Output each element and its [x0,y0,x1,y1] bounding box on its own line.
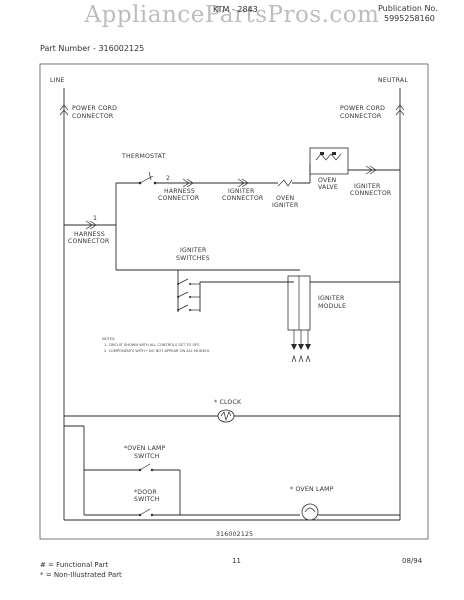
watermark: AppliancePartsPros.com [84,2,380,28]
pin-1-label: 1 [93,215,98,222]
power-cord-connector-left-2: CONNECTOR [72,113,114,120]
igniter-connector-right-1: IGNITER [354,183,381,190]
oven-lamp-switch-1: *OVEN LAMP [124,445,166,452]
part-number: Part Number - 316002125 [40,44,145,53]
oven-valve-box [309,147,349,175]
power-cord-connector-left-1: POWER CORD [72,105,118,112]
oven-valve-coil [315,153,342,161]
oven-igniter-2: IGNITER [272,202,299,209]
power-cord-connector-right-2: CONNECTOR [340,113,382,120]
oven-igniter-1: OVEN [276,195,295,202]
line-label: LINE [50,77,65,84]
spark-electrodes [291,330,311,363]
thermostat-arrow [148,171,152,181]
notes-heading: NOTES: [102,337,116,341]
diagram-frame [39,63,429,540]
harness-connector-left-1: HARNESS [74,231,105,238]
thermostat-switch [139,175,154,184]
model-number: KTM - 2843 [213,5,258,14]
neutral-label: NEUTRAL [378,77,408,84]
thermostat-label: THERMOSTAT [122,153,166,160]
oven-valve-2: VALVE [318,184,338,191]
non-illustrated-part-legend: * = Non-Illustrated Part [40,571,122,579]
footer-date: 08/94 [402,557,423,565]
harness-connector-left-2: CONNECTOR [68,238,110,245]
door-switch-blade [139,508,151,516]
oven-lamp-symbol [301,503,319,521]
pin-2-label: 2 [166,175,171,182]
igniter-connector-right-2: CONNECTOR [350,190,392,197]
page-number: 11 [232,557,241,565]
door-switch-1: *DOOR [134,489,157,496]
oven-lamp-switch-blade [139,463,151,471]
igniter-module-1: IGNITER [318,295,345,302]
igniter-connector-top-2: CONNECTOR [222,195,264,202]
igniter-module-2: MODULE [318,303,347,310]
valve-terminal-1 [320,152,324,155]
note-1: 1. CIRCUIT SHOWN WITH ALL CONTROLS SET T… [104,343,201,347]
publication-number: 5995258160 [384,14,435,23]
publication-label: Publication No. [378,4,438,13]
harness-connector-top-2: CONNECTOR [158,195,200,202]
igniter-connector-top-1: IGNITER [228,188,255,195]
connector-symbol-left [59,104,69,116]
thermostat-contact-1 [138,181,142,185]
igniter-connector-symbol-top [237,178,249,188]
power-cord-connector-right-1: POWER CORD [340,105,386,112]
connector-symbol-right [395,104,405,116]
igniter-switches-1: IGNITER [180,247,207,254]
igniter-switches-2: SWITCHES [176,255,210,262]
harness-connector-symbol-left [85,220,97,230]
diagram-code: 316002125 [216,531,254,538]
note-2: 2. COMPONENTS WITH * DO NOT APPEAR ON AL… [104,349,211,353]
valve-terminal-2 [332,152,336,155]
oven-lamp-switch-2: SWITCH [134,453,160,460]
functional-part-legend: # = Functional Part [40,561,109,569]
igniter-connector-symbol-right [365,165,377,175]
igniter-switch-group [177,278,200,311]
door-switch-2: SWITCH [134,496,160,503]
oven-lamp-label: * OVEN LAMP [290,486,334,493]
oven-igniter-element [277,179,293,187]
oven-valve-1: OVEN [318,177,337,184]
harness-connector-symbol-top [182,178,194,188]
harness-connector-top-1: HARNESS [164,188,195,195]
clock-label: * CLOCK [214,399,242,406]
